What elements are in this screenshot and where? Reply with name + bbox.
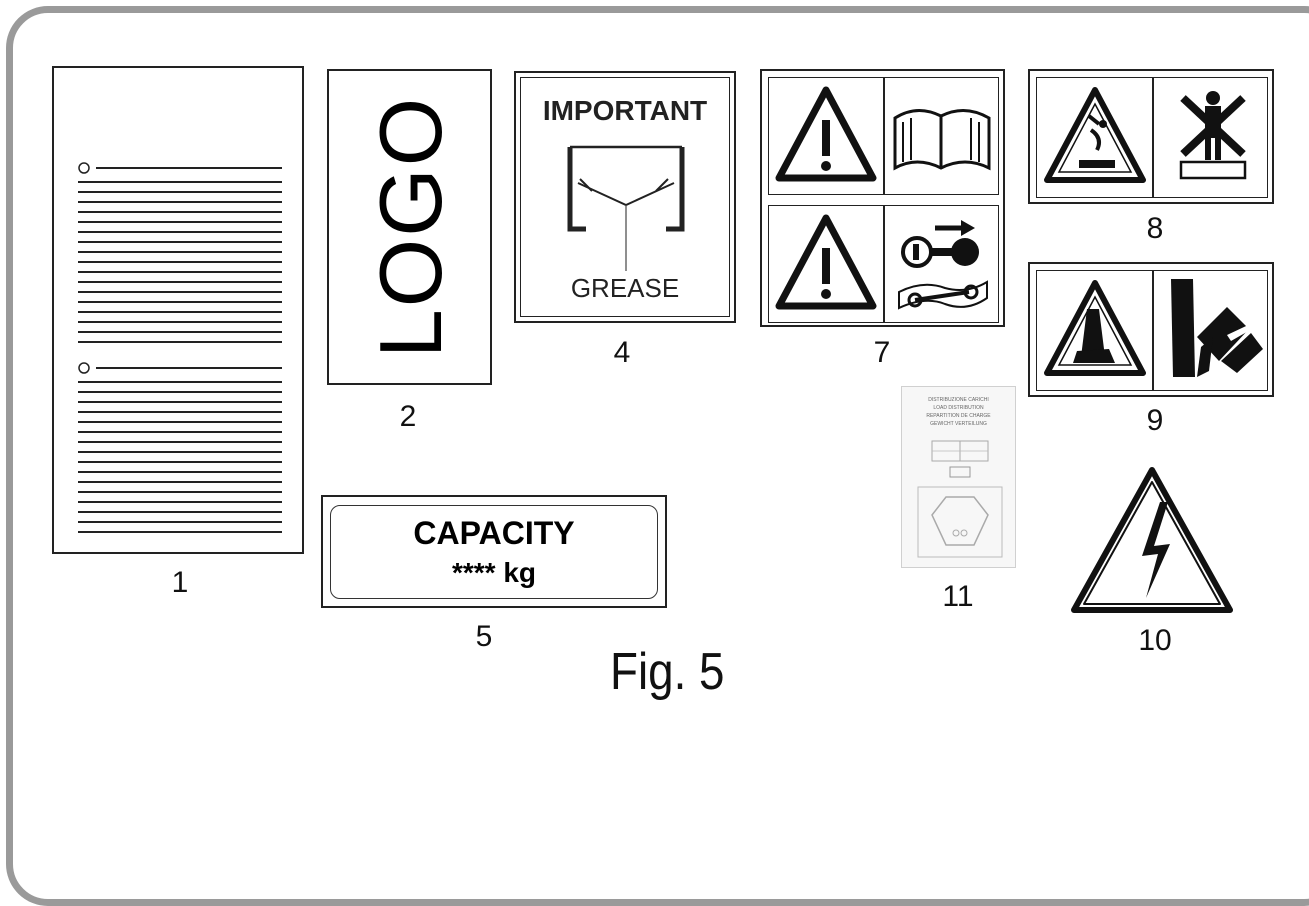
manual-book-icon [893,109,991,171]
capacity-value: **** kg [451,557,537,588]
label-8: 8 [1146,212,1164,245]
decal-7-top-panel [768,77,999,195]
decal-7-bottom-panel [768,205,999,323]
fall-hazard-icon [1044,87,1146,183]
decal-11-load-distribution: DISTRIBUZIONE CARICHI LOAD DISTRIBUTION … [901,386,1016,568]
load-line-1: DISTRIBUZIONE CARICHI [928,397,989,403]
label-9: 9 [1146,404,1164,437]
capacity-text: CAPACITY [413,515,575,551]
decal-5-capacity: CAPACITY **** kg [321,495,667,608]
label-7: 7 [873,336,891,369]
label-10: 10 [1138,624,1172,657]
label-5: 5 [475,620,493,653]
key-icon [901,220,979,268]
logo-text: LOGO [361,95,460,359]
grease-text: GREASE [570,273,680,303]
electric-hazard-icon [1071,467,1233,613]
figure-caption: Fig. 5 [610,643,725,701]
grease-point-icon [567,145,685,271]
decal-1-document [52,66,304,554]
no-standing-icon [1179,91,1247,180]
decal-4-grease: IMPORTANT GREASE [514,71,736,323]
load-line-3: REPARTITION DE CHARGE [926,413,991,419]
label-1: 1 [171,566,189,599]
wrench-icon [898,280,988,310]
decal-2-logo: LOGO [327,69,492,385]
decal-9-crush-hazard [1028,262,1274,397]
decal-7-warnings [760,69,1005,327]
load-line-4: GEWICHT VERTEILUNG [930,421,987,427]
label-2: 2 [399,400,417,433]
crush-hazard-icon [1044,280,1146,376]
foot-crush-icon [1171,279,1263,377]
ruled-lines-icon [78,162,282,533]
warning-triangle-icon [775,86,877,182]
important-text: IMPORTANT [542,95,708,126]
warning-triangle-icon [775,214,877,310]
load-line-2: LOAD DISTRIBUTION [933,405,984,411]
label-4: 4 [613,336,631,369]
decal-8-fall-hazard [1028,69,1274,204]
load-diagram-icon [917,440,1003,558]
label-11: 11 [942,580,974,613]
